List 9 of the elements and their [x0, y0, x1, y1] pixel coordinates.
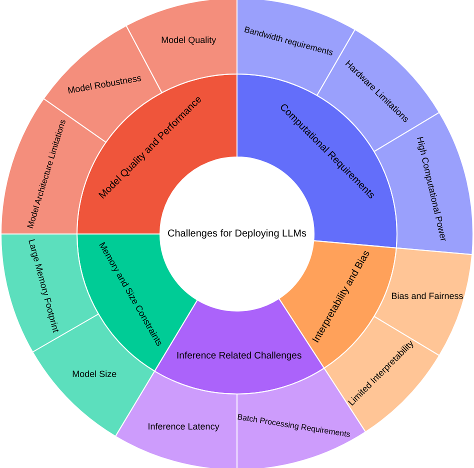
segment-label: Model Quality [161, 34, 216, 45]
segment-label: Bias and Fairness [391, 290, 464, 301]
center-label: Challenges for Deploying LLMs [168, 228, 306, 240]
segment-label: Model Size [72, 369, 117, 380]
segment-label: Inference Related Challenges [176, 350, 302, 362]
segment-label: Batch Processing Requirements [236, 412, 351, 440]
segment-label: Inference Latency [148, 422, 220, 432]
segment-label: Model Robustness [66, 72, 142, 96]
segment-label: Large Memory Footprint [26, 238, 62, 334]
